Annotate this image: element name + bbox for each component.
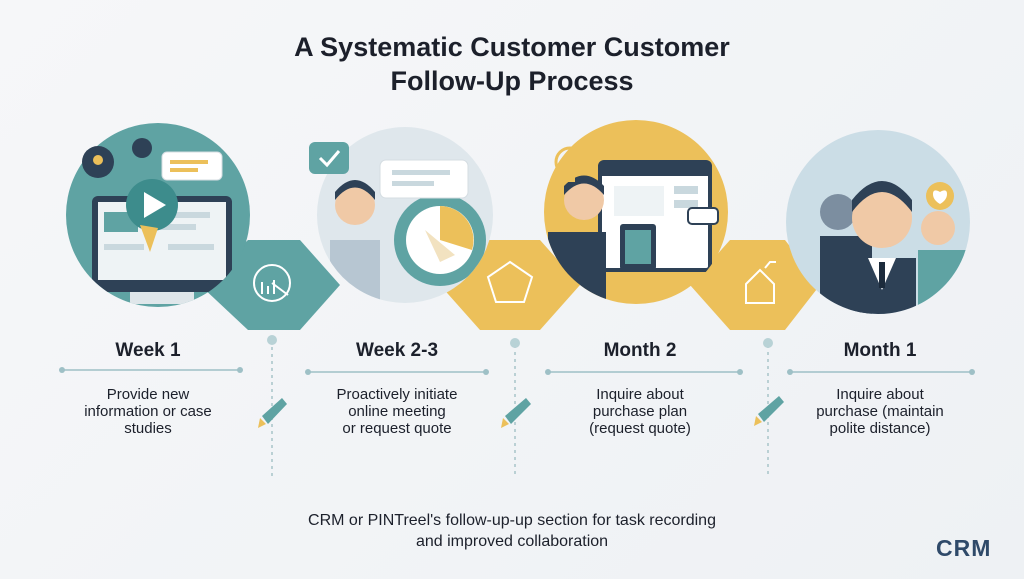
footer-line-1: CRM or PINTreel's follow-up-up section f… — [308, 512, 716, 529]
connector-hexagon-3 — [690, 240, 820, 330]
page-title: A Systematic Customer Customer Follow-Up… — [0, 30, 1024, 98]
week-1-illustration — [66, 123, 250, 307]
title-line-2: Follow-Up Process — [390, 66, 634, 96]
step-label-week-2-3: Week 2-3 — [355, 340, 439, 361]
step-desc-line: Provide new — [106, 386, 190, 403]
step-dividers — [62, 369, 972, 373]
step-desc-line: studies — [124, 420, 172, 437]
step-desc-week-2-3: Proactively initiate online meeting or r… — [297, 386, 497, 437]
step-label-week-1: Week 1 — [115, 340, 181, 361]
pencil-icon-2 — [501, 398, 531, 428]
month-2-illustration — [544, 120, 728, 304]
analytics-icon — [253, 264, 291, 302]
footer-line-2: and improved collaboration — [415, 533, 609, 550]
step-desc-line: Inquire about — [596, 386, 684, 403]
step-desc-line: Proactively initiate — [336, 386, 458, 403]
pencil-icon-3 — [754, 396, 784, 426]
footer-note: CRM or PINTreel's follow-up-up section f… — [0, 510, 1024, 552]
step-desc-line: purchase (maintain — [816, 403, 944, 420]
chat-bubble-icon — [161, 151, 223, 181]
house-icon — [745, 261, 776, 304]
crm-logo: CRM — [936, 535, 992, 561]
step-label-month-1: Month 1 — [843, 340, 917, 361]
title-line-1: A Systematic Customer Customer — [294, 32, 730, 62]
speech-bubble-icon — [379, 159, 469, 199]
step-desc-line: (request quote) — [589, 420, 691, 437]
step-desc-line: online meeting — [348, 403, 446, 420]
step-label-month-2: Month 2 — [603, 340, 677, 361]
step-desc-week-1: Provide new information or case studies — [48, 386, 248, 437]
step-desc-line: polite distance) — [829, 420, 931, 437]
step-desc-month-2: Inquire about purchase plan (request quo… — [540, 386, 740, 437]
phone-icon — [132, 138, 152, 158]
week-2-3-illustration — [309, 127, 493, 303]
pencil-icon-1 — [258, 398, 287, 428]
step-desc-line: or request quote — [342, 420, 452, 437]
message-icon — [687, 207, 719, 225]
month-1-illustration — [786, 130, 970, 314]
step-desc-line: purchase plan — [592, 403, 688, 420]
step-desc-line: Inquire about — [836, 386, 924, 403]
checkmark-icon — [309, 142, 349, 174]
step-desc-line: information or case — [84, 403, 212, 420]
pentagon-icon — [486, 260, 534, 303]
step-desc-month-1: Inquire about purchase (maintain polite … — [780, 386, 980, 437]
